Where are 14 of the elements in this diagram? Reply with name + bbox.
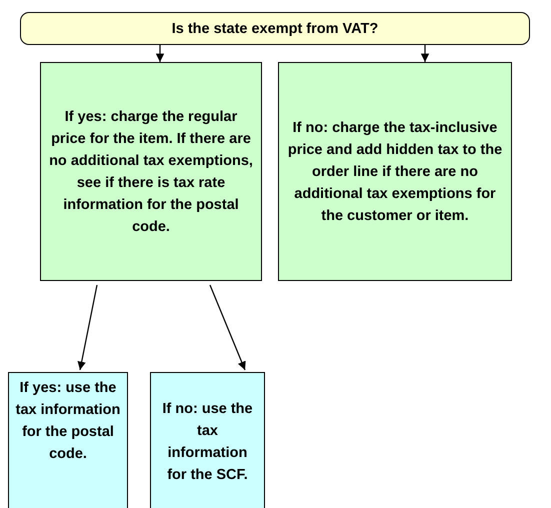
arrow [78,284,98,370]
box-text: Is the state exempt from VAT? [172,20,378,38]
arrow [420,45,430,62]
process-box [150,372,265,508]
box-text: If yes: use the tax information for the postal code. [15,379,121,464]
box-text: If no: use the tax information for the SCF. [161,400,254,485]
arrow [209,284,246,370]
process-box [8,372,128,508]
process-box [278,62,512,281]
box-text: If yes: charge the regular price for the item. If there are no additional tax exemptions, see if there is tax rate information for the postal code. [48,108,254,236]
box-text: If no: charge the tax-inclusive price and add hidden tax to the order line if there are no additional tax exemptions for the customer or item. [286,118,504,226]
process-box [40,62,262,281]
question-box [20,12,530,45]
arrow [156,45,164,62]
